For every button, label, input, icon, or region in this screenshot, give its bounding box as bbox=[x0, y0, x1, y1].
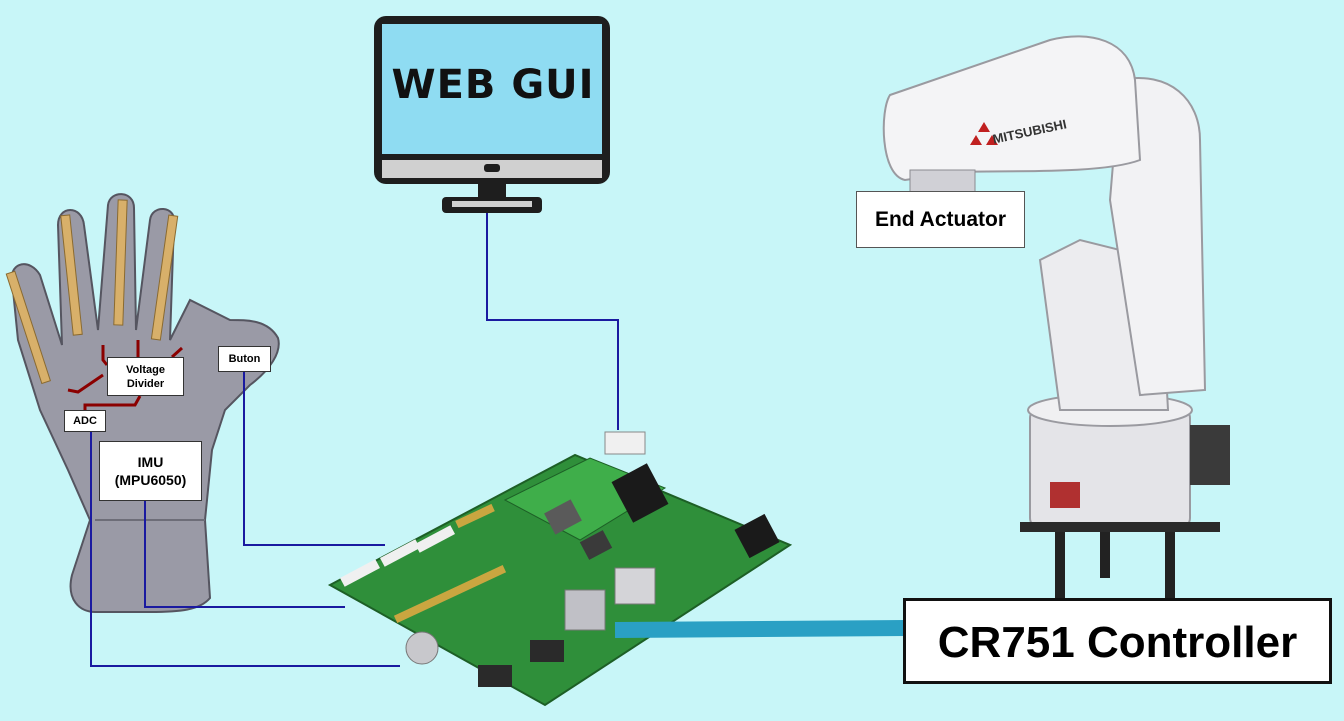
monitor-icon bbox=[374, 16, 610, 213]
ethernet-cable bbox=[614, 620, 906, 638]
glove-icon bbox=[5, 193, 280, 613]
button-label: Buton bbox=[218, 346, 271, 372]
imu-label: IMU (MPU6050) bbox=[99, 441, 202, 501]
cr751-controller-label: CR751 Controller bbox=[903, 598, 1332, 684]
wire-imu-board bbox=[144, 501, 345, 608]
controller-board-icon bbox=[327, 431, 793, 707]
end-actuator-label: End Actuator bbox=[856, 191, 1025, 248]
adc-label: ADC bbox=[64, 410, 106, 432]
robot-arm-icon bbox=[882, 35, 1230, 600]
web-gui-title: WEB GUI bbox=[391, 62, 595, 108]
voltage-divider-label: Voltage Divider bbox=[107, 357, 184, 396]
wire-adc-board bbox=[90, 432, 400, 667]
wire-buton-board bbox=[243, 372, 385, 546]
wire-monitor-board bbox=[486, 213, 619, 430]
